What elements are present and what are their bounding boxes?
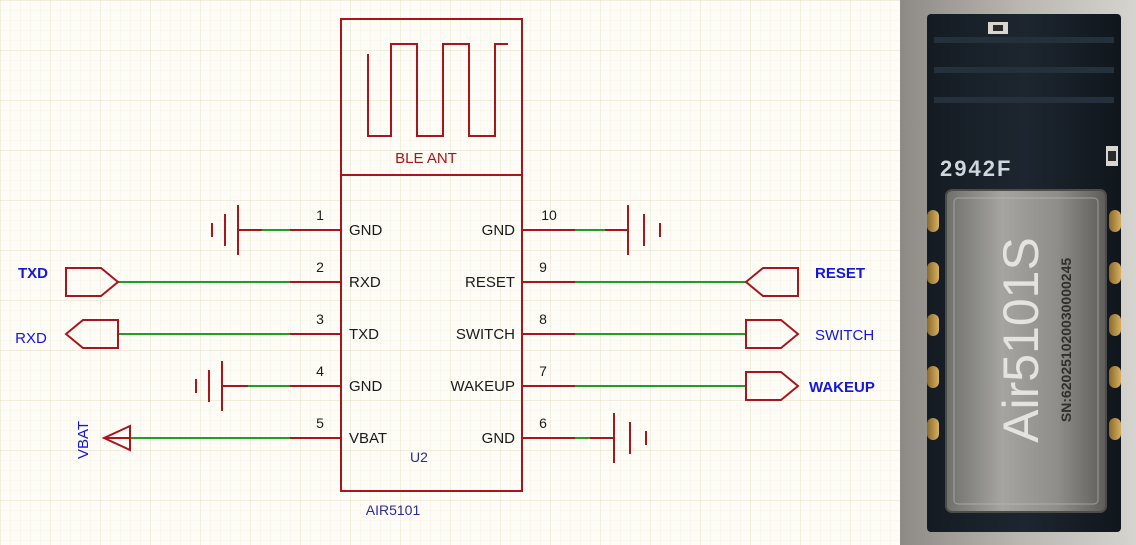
pin-2-number: 2 [316, 259, 324, 275]
ground-symbol-icon [195, 361, 248, 411]
smd-component-top-body [993, 25, 1003, 31]
pin-9-name: RESET [465, 274, 515, 291]
pin-4-number: 4 [316, 363, 324, 379]
net-port-txd-icon [65, 267, 120, 297]
net-port-rxd-icon [64, 319, 119, 349]
pin-1-name: GND [349, 222, 383, 239]
rf-shield-highlight [953, 197, 1099, 505]
rf-shield-can [945, 189, 1107, 513]
net-label-txd[interactable]: TXD [18, 265, 48, 282]
net-port-switch-icon [745, 319, 800, 349]
schematic-canvas: BLE ANT U2 AIR5101 1 GND 2 RXD TXD 3 [0, 0, 900, 545]
ground-symbol-icon [211, 205, 262, 255]
pin-6[interactable]: 6 GND [482, 415, 575, 447]
module-model-engraving: Air5101S [993, 237, 1049, 443]
pin-5-name: VBAT [349, 430, 387, 447]
net-label-reset[interactable]: RESET [815, 265, 865, 282]
net-port-reset-icon [744, 267, 799, 297]
net-label-wakeup[interactable]: WAKEUP [809, 379, 875, 396]
pin-8[interactable]: 8 SWITCH [456, 311, 575, 343]
pin-8-name: SWITCH [456, 326, 515, 343]
module-body [340, 18, 523, 492]
pin-1[interactable]: 1 GND [290, 207, 383, 239]
pin-7-name: WAKEUP [451, 378, 515, 395]
pin-9-number: 9 [539, 259, 547, 275]
pin-1-number: 1 [316, 207, 324, 223]
pin-3[interactable]: 3 TXD [290, 311, 379, 343]
antenna-label: BLE ANT [395, 150, 457, 167]
module-serial-engraving: SN:620251020030000245 [1058, 258, 1074, 422]
pin-3-name: TXD [349, 326, 379, 343]
pin-6-name: GND [482, 430, 516, 447]
component-part-value: AIR5101 [366, 502, 421, 518]
antenna-trace-icon [367, 43, 508, 137]
pin-8-number: 8 [539, 311, 547, 327]
pin-5[interactable]: 5 VBAT [290, 415, 387, 447]
component-designator: U2 [410, 449, 428, 465]
pin-6-number: 6 [539, 415, 547, 431]
pin-2[interactable]: 2 RXD [290, 259, 381, 291]
castellated-pads [927, 210, 1121, 440]
pin-5-number: 5 [316, 415, 324, 431]
pin-2-name: RXD [349, 274, 381, 291]
pin-10[interactable]: 10 GND [482, 207, 575, 239]
pin-10-number: 10 [541, 207, 557, 223]
module-photo: 2942F Air5101S SN:620251020030000245 [900, 0, 1136, 545]
net-label-rxd[interactable]: RXD [15, 330, 47, 347]
pcb-antenna-trace [934, 37, 1114, 103]
net-port-wakeup-icon [745, 371, 800, 401]
pin-4-name: GND [349, 378, 383, 395]
net-label-vbat[interactable]: VBAT [75, 421, 92, 459]
net-label-switch[interactable]: SWITCH [815, 327, 874, 344]
pin-3-number: 3 [316, 311, 324, 327]
pin-7-number: 7 [539, 363, 547, 379]
power-arrow-icon [101, 424, 131, 452]
pcb-marking: 2942F [940, 156, 1012, 181]
ground-symbol-icon [590, 413, 647, 463]
ground-symbol-icon [605, 205, 661, 255]
pin-4[interactable]: 4 GND [290, 363, 383, 395]
module-symbol-u2[interactable] [340, 18, 523, 492]
pin-9[interactable]: 9 RESET [465, 259, 575, 291]
pin-7[interactable]: 7 WAKEUP [451, 363, 575, 395]
schematic-grid [0, 0, 900, 545]
smd-component-side-body [1108, 151, 1116, 161]
pin-10-name: GND [482, 222, 516, 239]
